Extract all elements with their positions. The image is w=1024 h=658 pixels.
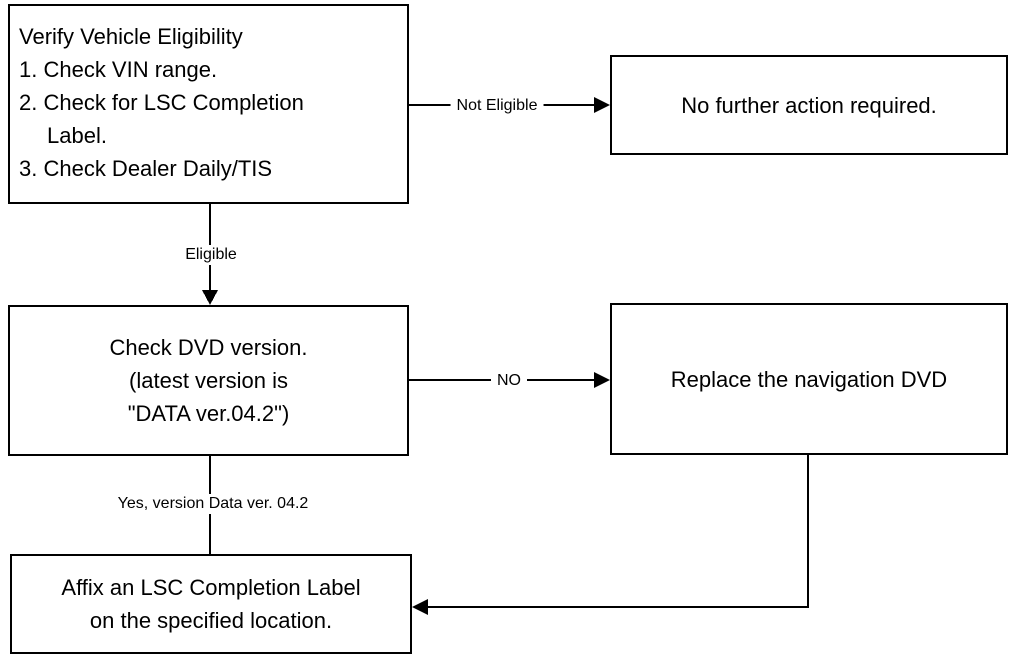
arrowhead-right-into-no-action [594,97,610,113]
node-verify-eligibility: Verify Vehicle Eligibility 1. Check VIN … [8,4,409,204]
node-text-line: Label. [47,123,107,148]
edge-label-eligible: Eligible [179,245,243,265]
node-replace-navigation-dvd: Replace the navigation DVD [610,303,1008,455]
edge-label-not-eligible: Not Eligible [450,96,544,116]
arrowhead-right-into-replace-dvd [594,372,610,388]
arrowhead-left-into-affix-label [412,599,428,615]
node-text-line: 1. Check VIN range. [19,57,218,82]
node-text-line: "DATA ver.04.2") [127,401,290,426]
edge-label-yes: Yes, version Data ver. 04.2 [111,494,315,514]
node-text-line: 3. Check Dealer Daily/TIS [19,156,273,181]
node-text-line: Replace the navigation DVD [670,366,948,392]
node-affix-lsc-completion-label: Affix an LSC Completion Label on the spe… [10,554,412,654]
node-text-line: Affix an LSC Completion Label [61,575,361,600]
connector-replace-to-affix-elbow [426,455,809,608]
node-text-line: No further action required. [681,92,937,118]
node-text-line: 2. Check for LSC Completion [19,90,304,115]
node-text-line: (latest version is [129,368,288,393]
node-text-line: on the specified location. [89,608,333,633]
node-text-line: Verify Vehicle Eligibility [19,24,243,49]
arrowhead-down-into-check-dvd [202,290,218,305]
node-check-dvd-version: Check DVD version. (latest version is "D… [8,305,409,456]
node-text-line: Check DVD version. [109,335,308,360]
edge-label-no: NO [491,371,527,391]
node-no-further-action: No further action required. [610,55,1008,155]
